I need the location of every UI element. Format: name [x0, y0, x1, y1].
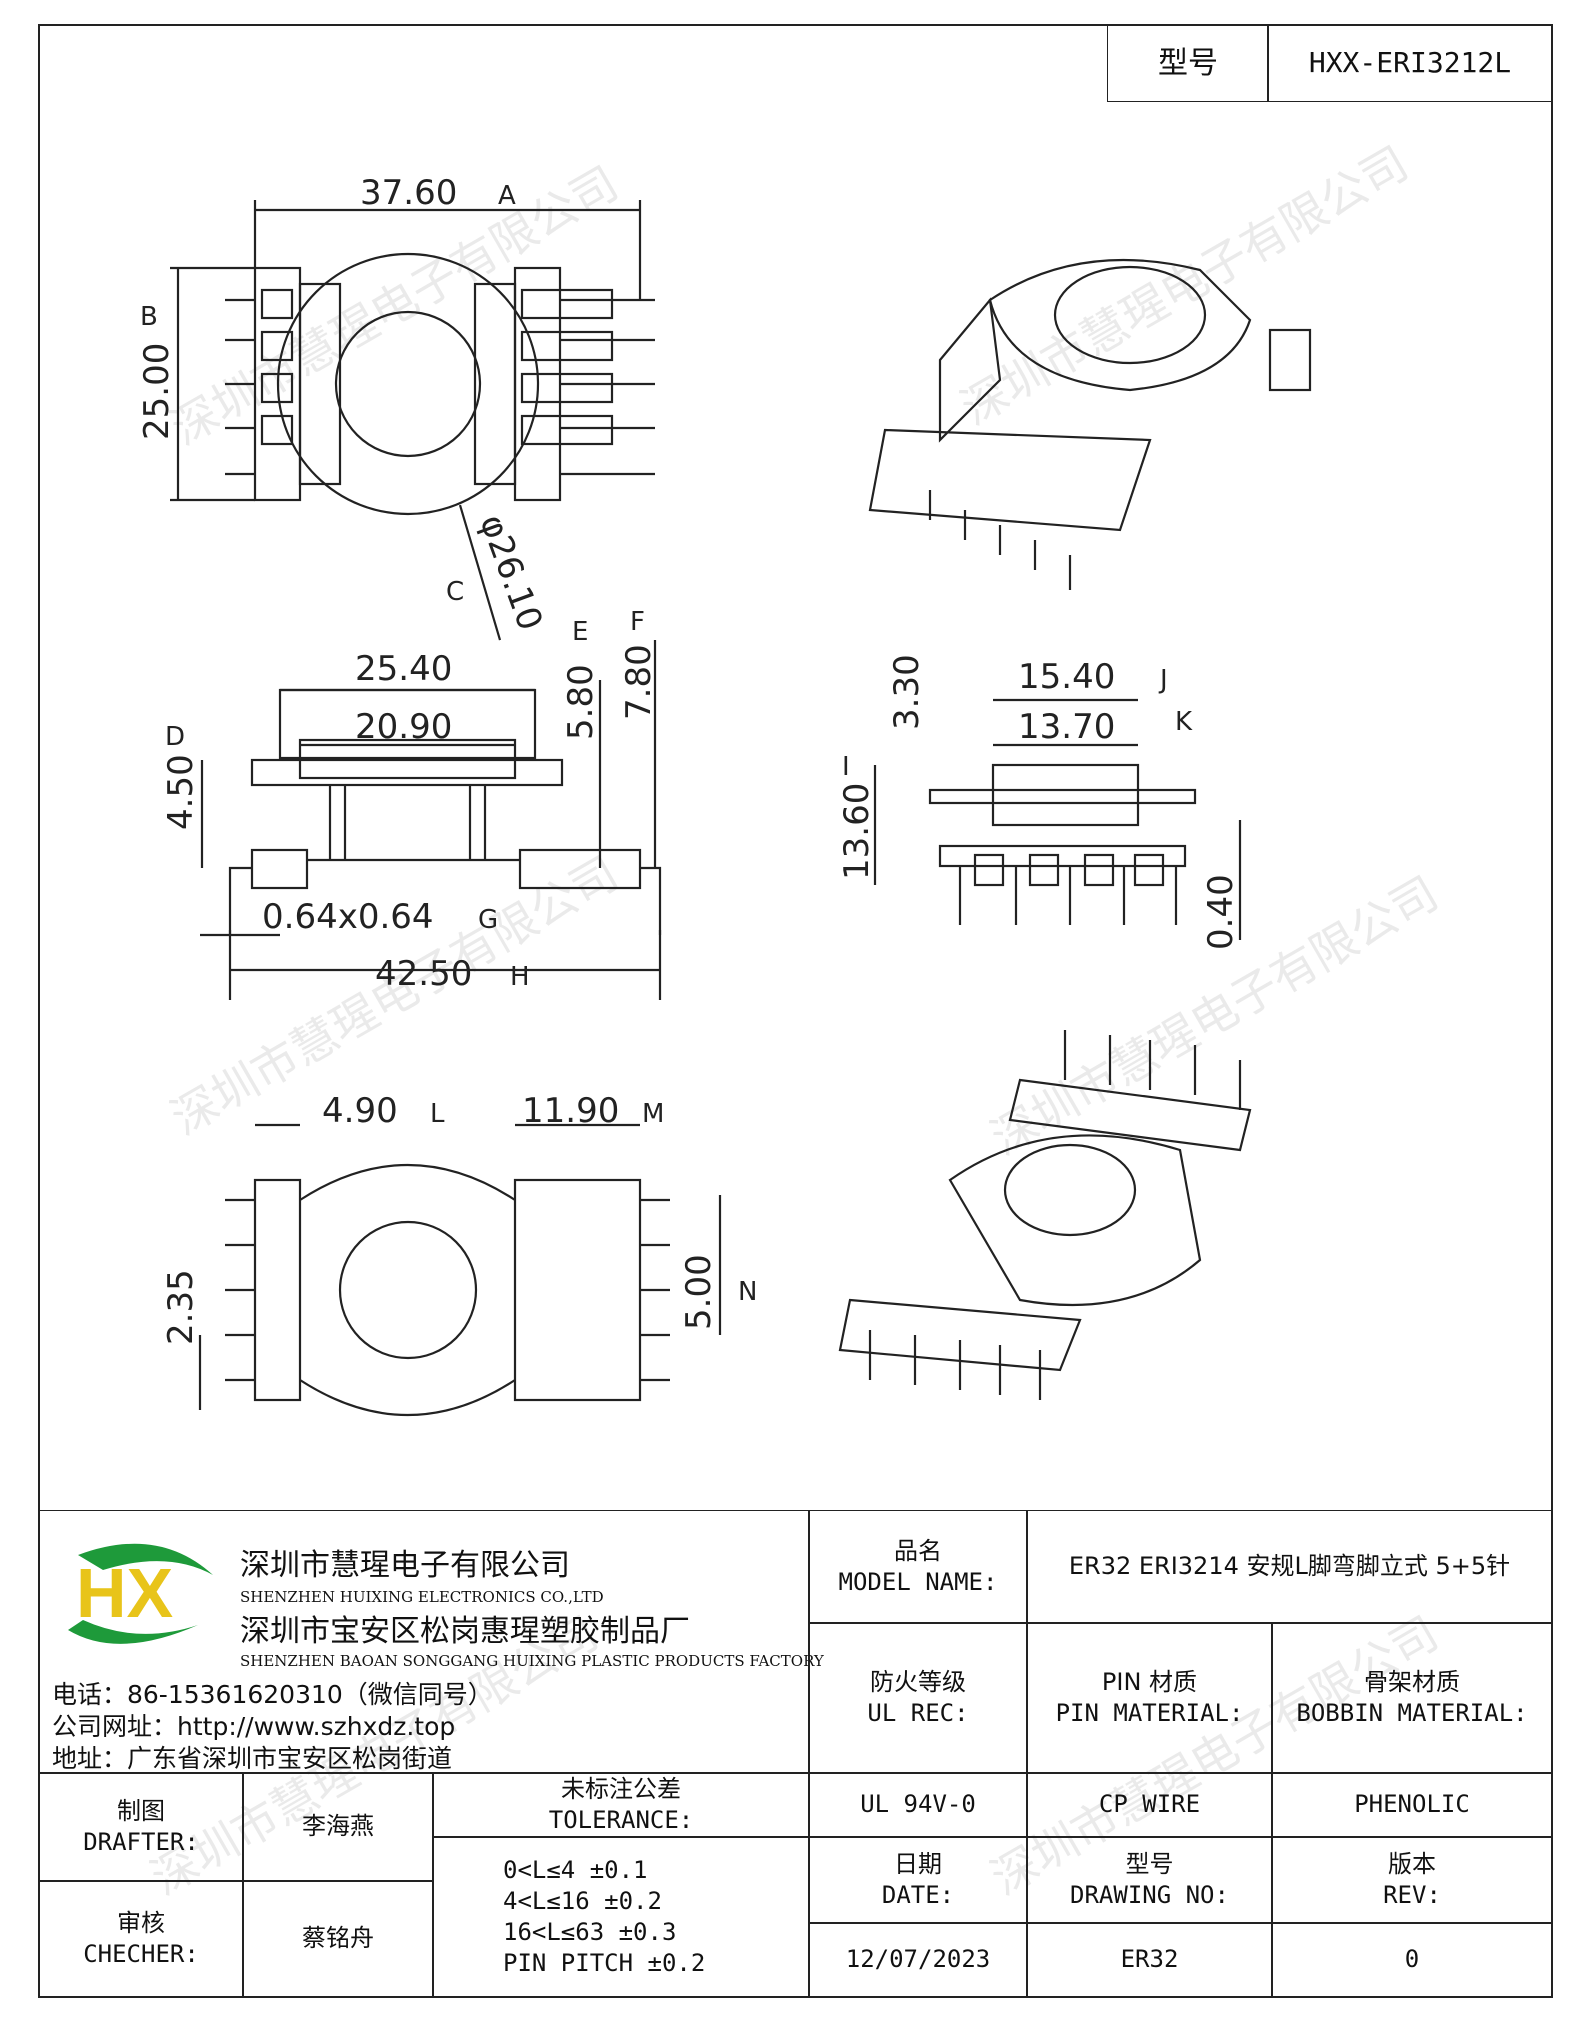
marker-c: C — [446, 577, 464, 607]
marker-m: M — [642, 1099, 664, 1129]
dim-side-top: 3.30 — [887, 654, 927, 730]
dim-m: 11.90 — [522, 1091, 619, 1131]
company-block — [38, 1510, 810, 1774]
marker-n: N — [738, 1277, 757, 1307]
marker-g: G — [478, 905, 498, 935]
company-name-cn: 深圳市慧瑆电子有限公司 — [240, 1548, 570, 1583]
dim-inner-width: 20.90 — [355, 707, 452, 747]
website-text: 公司网址：http://www.szhxdz.top — [52, 1712, 456, 1741]
marker-j: J — [1158, 665, 1168, 695]
front-view — [200, 640, 662, 1000]
dim-a: 37.60 — [360, 173, 457, 213]
side-view — [873, 698, 1242, 940]
date-value: 12/07/2023 — [808, 1922, 1028, 1998]
pin-material-value: CP WIRE — [1026, 1772, 1273, 1838]
drawing-no-value: ER32 — [1026, 1922, 1273, 1998]
checker-value: 蔡铭舟 — [242, 1880, 434, 1998]
marker-b: B — [140, 302, 158, 332]
svg-text:HX: HX — [76, 1554, 174, 1632]
marker-a: A — [498, 181, 516, 211]
header-model-value: HXX-ERI3212L — [1267, 24, 1553, 102]
company-logo: HX — [68, 1543, 213, 1644]
dim-l: 4.90 — [322, 1091, 398, 1131]
dim-f: 7.80 — [619, 644, 659, 720]
dim-pitch: 2.35 — [161, 1269, 201, 1345]
company-name-en: SHENZHEN HUIXING ELECTRONICS CO.,LTD — [240, 1588, 604, 1606]
dim-b: 25.00 — [137, 343, 177, 440]
marker-f: F — [630, 607, 645, 637]
dim-i: 13.60 — [837, 783, 877, 880]
drafter-value: 李海燕 — [242, 1772, 434, 1882]
phone-text: 电话：86-15361620310（微信同号） — [52, 1680, 493, 1709]
dim-c: φ26.10 — [472, 509, 551, 635]
marker-i: I — [842, 752, 850, 782]
header-model-label: 型号 — [1107, 24, 1269, 102]
technical-drawing: 37.60 A 25.00 B φ26.10 C 25.40 20.90 5.8… — [137, 173, 1312, 1417]
dim-top-width: 25.40 — [355, 649, 452, 689]
dim-g: 0.64x0.64 — [262, 897, 434, 937]
marker-d: D — [165, 722, 185, 752]
tolerance-values: 0<L≤4 ±0.1 4<L≤16 ±0.2 16<L≤63 ±0.3 PIN … — [432, 1836, 810, 1998]
bobbin-material-value: PHENOLIC — [1271, 1772, 1553, 1838]
marker-h: H — [510, 962, 530, 992]
model-name-value: ER32 ERI3214 安规L脚弯脚立式 5+5针 — [1026, 1510, 1553, 1624]
marker-l: L — [430, 1099, 445, 1129]
factory-name-en: SHENZHEN BAOAN SONGGANG HUIXING PLASTIC … — [240, 1652, 824, 1670]
top-view — [170, 200, 655, 641]
bottom-view — [198, 1123, 722, 1417]
dim-n: 5.00 — [679, 1254, 719, 1330]
marker-e: E — [572, 617, 588, 647]
ul-value: UL 94V-0 — [808, 1772, 1028, 1838]
dim-k: 13.70 — [1018, 707, 1115, 747]
rev-value: 0 — [1271, 1922, 1553, 1998]
dim-j: 15.40 — [1018, 657, 1115, 697]
address-text: 地址：广东省深圳市宝安区松岗街道 — [52, 1744, 453, 1773]
factory-name-cn: 深圳市宝安区松岗惠瑆塑胶制品厂 — [240, 1614, 690, 1649]
iso-view-bottom — [838, 1030, 1252, 1400]
dim-d: 4.50 — [161, 754, 201, 830]
dim-h: 42.50 — [375, 954, 472, 994]
dim-e: 5.80 — [561, 664, 601, 740]
dim-side-pin: 0.40 — [1201, 874, 1241, 950]
iso-view-top — [868, 258, 1312, 590]
marker-k: K — [1175, 707, 1193, 737]
